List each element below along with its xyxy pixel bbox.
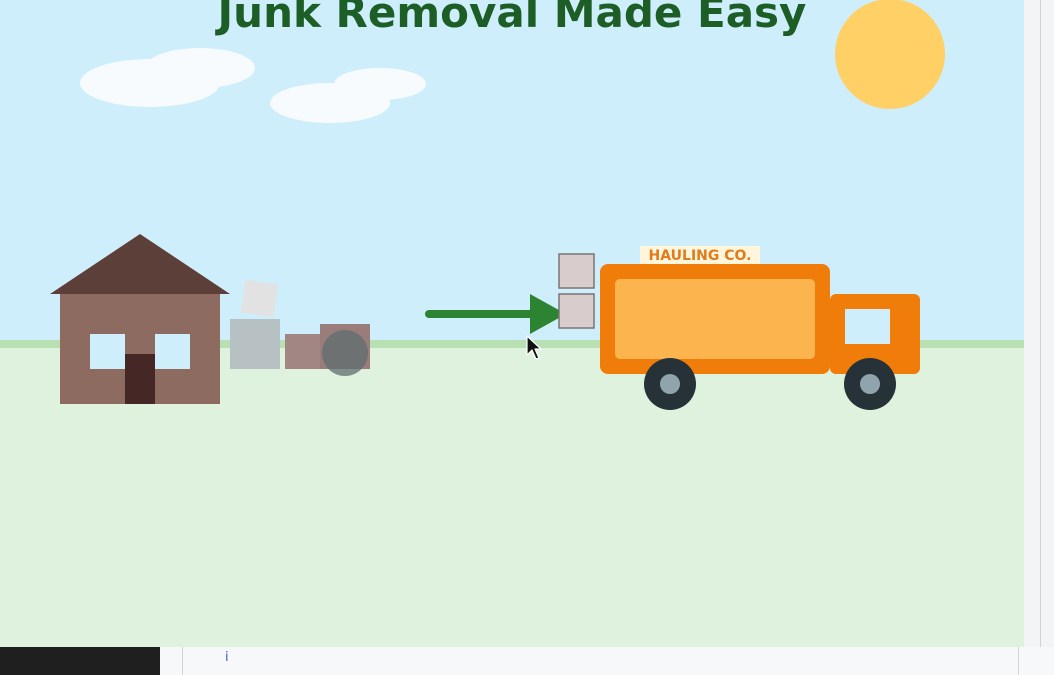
panel-text-cursor[interactable]: i (225, 650, 229, 665)
cloud-middle (270, 68, 426, 123)
junk-box-tilted (240, 279, 279, 318)
mouse-cursor-icon (526, 335, 542, 360)
truck-label-bg (640, 246, 760, 264)
house-roof (50, 234, 230, 294)
junk-box-brown (285, 334, 325, 369)
bottom-panel (0, 647, 1054, 675)
dark-side-panel (0, 647, 160, 675)
sun (835, 0, 945, 109)
truck-window (845, 309, 890, 344)
truck-cargo-panel (615, 279, 815, 359)
house-window-right (155, 334, 190, 369)
junk-pile (230, 279, 370, 376)
illustration-canvas: HAULING CO. Junk Removal Made Easy (0, 0, 1024, 647)
truck-label: HAULING CO. (649, 248, 752, 264)
right-gutter (1024, 0, 1054, 675)
arrow-right-icon (425, 294, 566, 334)
scrollbar-divider (1040, 0, 1041, 675)
truck: HAULING CO. (600, 246, 920, 410)
junk-tire (322, 330, 368, 376)
house (50, 234, 230, 404)
panel-divider-left (182, 647, 183, 675)
junk-box-grey (230, 319, 280, 369)
cloud-left (80, 48, 255, 107)
page-title: Junk Removal Made Easy (217, 0, 807, 37)
truck-wheel-front (844, 358, 896, 410)
junk-removal-illustration: HAULING CO. (0, 0, 1024, 647)
truck-wheel-rear (644, 358, 696, 410)
panel-divider-right (1018, 647, 1019, 675)
house-door (125, 354, 155, 404)
horizon-strip (0, 340, 1024, 348)
loading-box-bottom (558, 293, 595, 329)
loading-box-top (558, 253, 595, 289)
house-window-left (90, 334, 125, 369)
